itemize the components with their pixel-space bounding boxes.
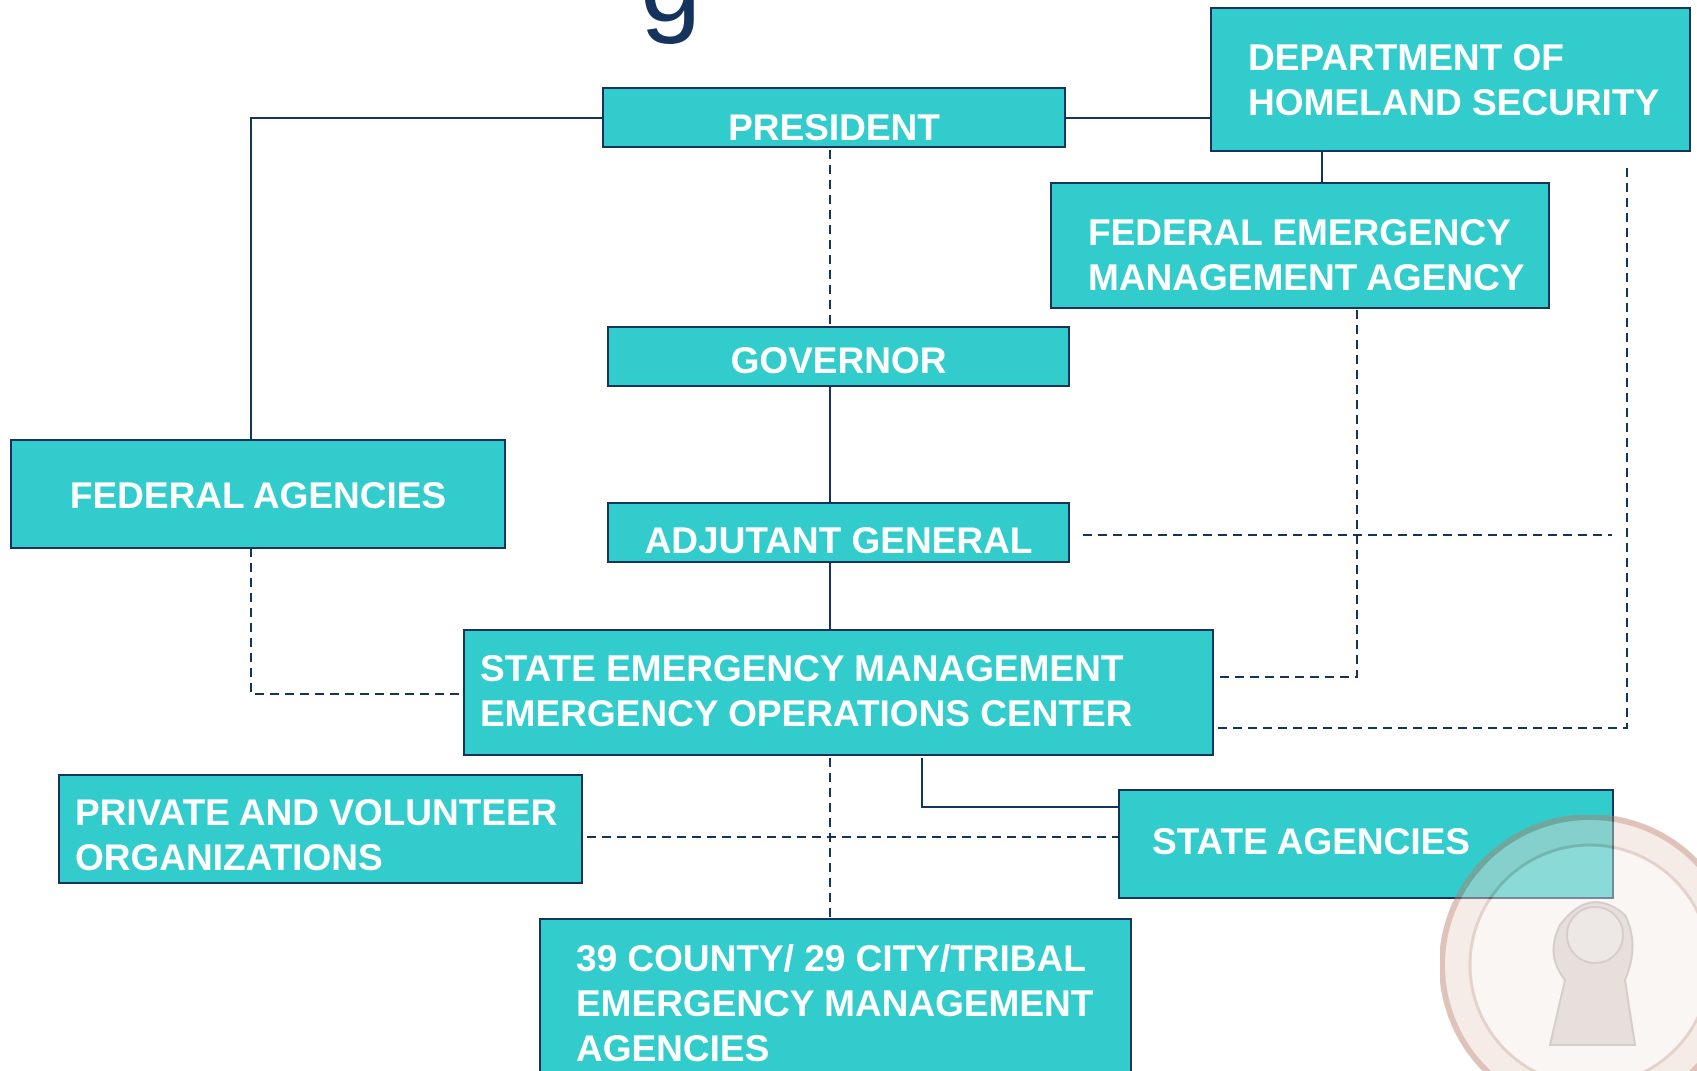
node-dhs: DEPARTMENT OF HOMELAND SECURITY	[1210, 7, 1691, 152]
node-private-volunteer: PRIVATE AND VOLUNTEER ORGANIZATIONS	[58, 774, 583, 884]
state-seal-watermark	[1440, 815, 1697, 1071]
connector-dhs-state-em	[1212, 168, 1628, 729]
node-local-agencies-line1: 39 COUNTY/ 29 CITY/TRIBAL	[576, 938, 1086, 979]
node-adjutant-general-label: ADJUTANT GENERAL	[644, 520, 1033, 561]
node-state-agencies-label: STATE AGENCIES	[1152, 821, 1470, 862]
node-private-volunteer-line2: ORGANIZATIONS	[75, 837, 383, 878]
node-federal-agencies-label: FEDERAL AGENCIES	[69, 475, 447, 516]
connector-president-federal-agencies	[250, 117, 602, 440]
node-local-agencies: 39 COUNTY/ 29 CITY/TRIBAL EMERGENCY MANA…	[539, 918, 1132, 1071]
node-private-volunteer-line1: PRIVATE AND VOLUNTEER	[75, 792, 558, 833]
node-adjutant-general: ADJUTANT GENERAL	[607, 502, 1070, 563]
node-state-em-line2: EMERGENCY OPERATIONS CENTER	[480, 693, 1133, 734]
node-dhs-line2: HOMELAND SECURITY	[1248, 82, 1660, 123]
connector-federal-agencies-state-em	[250, 548, 464, 695]
node-local-agencies-line3: AGENCIES	[576, 1028, 770, 1069]
node-governor-label: GOVERNOR	[730, 340, 947, 381]
node-state-em-line1: STATE EMERGENCY MANAGEMENT	[480, 648, 1124, 689]
node-state-em: STATE EMERGENCY MANAGEMENT EMERGENCY OPE…	[463, 629, 1214, 756]
node-fema-line2: MANAGEMENT AGENCY	[1088, 257, 1525, 298]
node-fema: FEDERAL EMERGENCY MANAGEMENT AGENCY	[1050, 182, 1550, 309]
node-local-agencies-line2: EMERGENCY MANAGEMENT	[576, 983, 1094, 1024]
slide-title-fragment: g	[640, 0, 701, 47]
node-federal-agencies: FEDERAL AGENCIES	[10, 439, 506, 549]
node-president-label: PRESIDENT	[728, 107, 940, 148]
node-fema-line1: FEDERAL EMERGENCY	[1088, 212, 1511, 253]
node-state-agencies: STATE AGENCIES	[1118, 789, 1614, 899]
node-dhs-line1: DEPARTMENT OF	[1248, 37, 1564, 78]
connector-state-em-state-agencies	[921, 758, 1120, 808]
node-governor: GOVERNOR	[607, 326, 1070, 387]
node-president: PRESIDENT	[602, 87, 1066, 148]
connector-fema-state-em	[1215, 310, 1358, 678]
